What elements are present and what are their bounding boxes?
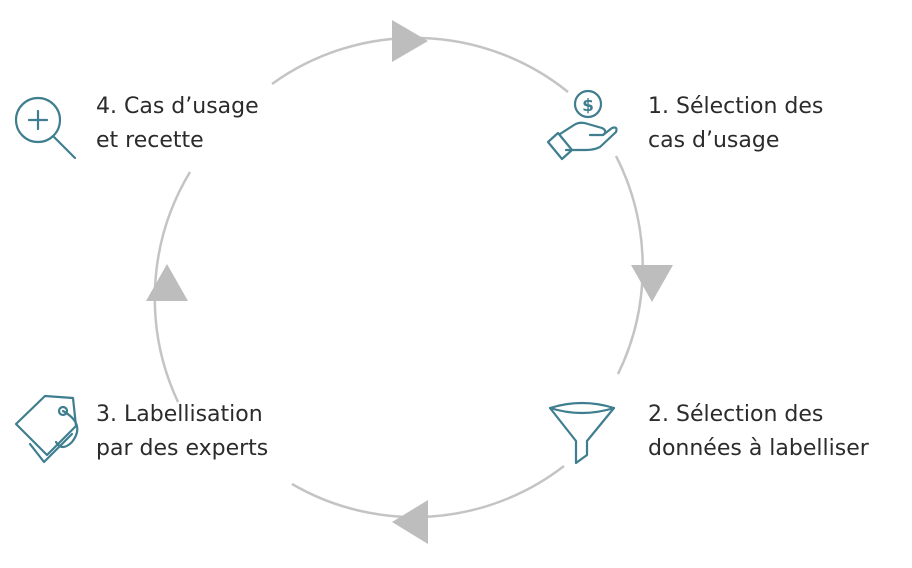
cycle-arrow-down [631,265,673,302]
hand-palm [558,121,607,137]
magnifier-plus-icon [14,96,77,160]
step-label-line: 4. Cas d’usage [96,90,259,124]
magnifier-lens [14,96,62,144]
step-label-cas-usage-recette: 4. Cas d’usage et recette [96,90,259,158]
step-label-line: cas d’usage [648,128,780,153]
step-title: Cas d’usage [124,94,259,119]
cycle-arrow-right [392,20,428,62]
cycle-arc-right [614,155,644,375]
funnel-icon [548,401,616,465]
funnel-body [548,406,616,465]
coin-symbol: $ [582,96,594,116]
tag-icon [14,394,79,464]
step-label-line: et recette [96,128,204,153]
step-number: 3. [96,402,117,427]
cycle-arrow-left [392,500,428,544]
step-number: 1. [648,94,669,119]
step-label-labellisation: 3. Labellisation par des experts [96,398,268,466]
tag-front [14,394,78,457]
cycle-arc-bottom [291,465,565,519]
step-label-selection-cas-usage: 1. Sélection des cas d’usage [648,90,823,158]
cycle-arc-top [271,36,569,93]
tag-back [28,432,74,464]
magnifier-handle [52,135,77,160]
step-title: Labellisation [124,402,263,427]
step-label-selection-donnees: 2. Sélection des données à labelliser [648,398,869,466]
hand-coin-icon: $ [546,89,618,161]
tag-hole [57,405,69,417]
step-label-line: 2. Sélection des [648,398,869,432]
hand-fingers [564,126,618,152]
step-title: Sélection des [676,94,824,119]
tag-string [54,409,79,449]
step-label-line: 1. Sélection des [648,90,823,124]
step-number: 2. [648,402,669,427]
step-number: 4. [96,94,117,119]
step-title: Sélection des [676,402,824,427]
step-label-line: données à labelliser [648,436,869,461]
hand-cuff [546,131,574,161]
step-label-line: par des experts [96,436,269,461]
coin-circle [573,89,603,119]
funnel-rim [548,401,616,415]
step-label-line: 3. Labellisation [96,398,268,432]
cycle-arrow-up [146,264,188,301]
